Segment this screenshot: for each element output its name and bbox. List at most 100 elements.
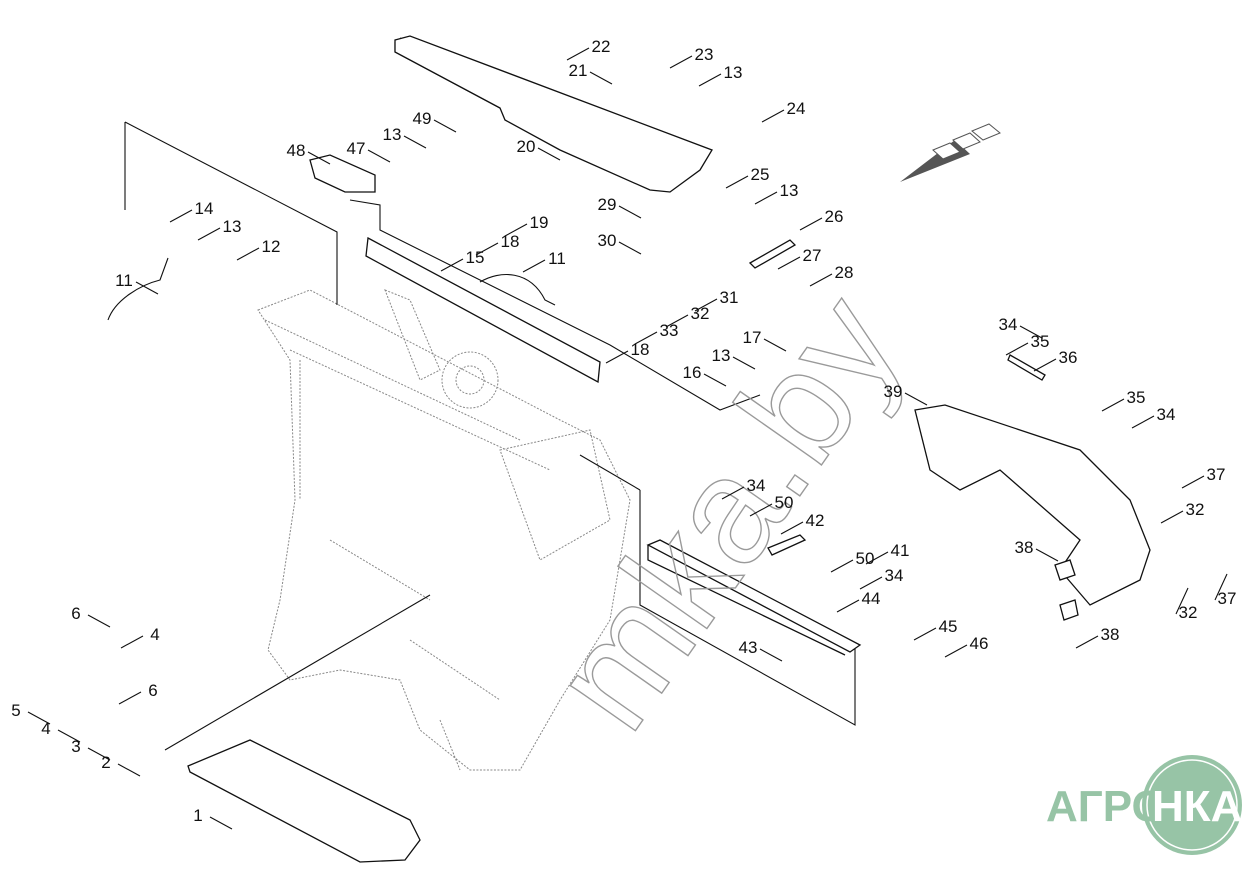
rail-15	[365, 236, 601, 384]
callout-3: 3	[71, 737, 80, 756]
callout-13: 13	[780, 181, 799, 200]
leader-line	[1175, 587, 1189, 615]
callout-36: 36	[1059, 348, 1078, 367]
callout-34: 34	[1157, 405, 1176, 424]
callout-28: 28	[835, 263, 854, 282]
callout-34: 34	[747, 476, 766, 495]
callout-50: 50	[775, 493, 794, 512]
callout-5: 5	[11, 701, 20, 720]
callout-32: 32	[1186, 500, 1205, 519]
callout-31: 31	[720, 288, 739, 307]
leader-line	[440, 258, 464, 272]
leader-line	[57, 729, 81, 743]
callout-6: 6	[148, 681, 157, 700]
callout-32: 32	[691, 304, 710, 323]
callout-42: 42	[806, 511, 825, 530]
leader-line	[913, 627, 937, 641]
callout-26: 26	[825, 207, 844, 226]
leader-line	[761, 109, 785, 123]
leader-line	[1035, 548, 1059, 562]
leader-line	[809, 273, 833, 287]
callout-38: 38	[1015, 538, 1034, 557]
leader-line	[618, 241, 642, 255]
leader-line	[732, 356, 756, 370]
main-frame-ghost	[257, 289, 631, 771]
leader-line	[749, 503, 773, 517]
callout-16: 16	[683, 363, 702, 382]
leader-line	[475, 242, 499, 256]
leader-line	[1181, 475, 1205, 489]
callout-32: 32	[1179, 603, 1198, 622]
callout-27: 27	[803, 246, 822, 265]
bracket-48	[309, 154, 376, 193]
callout-15: 15	[466, 248, 485, 267]
callout-34: 34	[999, 315, 1018, 334]
leader-line	[944, 644, 968, 658]
callout-13: 13	[223, 217, 242, 236]
callout-39: 39	[884, 382, 903, 401]
callout-50: 50	[856, 549, 875, 568]
callout-22: 22	[592, 37, 611, 56]
leader-line	[87, 614, 111, 628]
leader-line	[1075, 635, 1099, 649]
leader-line	[721, 486, 745, 500]
leader-line	[698, 73, 722, 87]
leader-line	[169, 209, 193, 223]
callout-4: 4	[150, 625, 159, 644]
leader-line	[537, 147, 561, 161]
callout-2: 2	[101, 753, 110, 772]
leader-line	[780, 521, 804, 535]
leader-line	[777, 256, 801, 270]
callout-33: 33	[660, 321, 679, 340]
leader-line	[605, 350, 629, 364]
callout-29: 29	[598, 195, 617, 214]
leader-line	[759, 648, 783, 662]
leader-line	[1101, 398, 1125, 412]
callout-48: 48	[287, 141, 306, 160]
direction-arrow-segments	[932, 123, 1001, 160]
callout-46: 46	[970, 634, 989, 653]
hose-11-right	[479, 273, 556, 306]
callout-6: 6	[71, 604, 80, 623]
leader-line	[830, 559, 854, 573]
callout-49: 49	[413, 109, 432, 128]
cover-plate-20	[394, 35, 713, 193]
leader-line	[865, 551, 889, 565]
leader-line	[665, 314, 689, 328]
agronka-logo: АГРО НКА	[1046, 755, 1242, 855]
leader-line	[1214, 573, 1228, 601]
callout-13: 13	[712, 346, 731, 365]
callout-21: 21	[569, 61, 588, 80]
callout-11: 11	[548, 249, 566, 268]
callout-35: 35	[1127, 388, 1146, 407]
callout-47: 47	[347, 139, 366, 158]
leader-line	[27, 711, 51, 725]
callout-11: 11	[115, 271, 133, 290]
callout-4: 4	[41, 719, 50, 738]
leader-line	[135, 281, 159, 295]
callout-43: 43	[739, 638, 758, 657]
callout-23: 23	[695, 45, 714, 64]
callout-38: 38	[1101, 625, 1120, 644]
callout-44: 44	[862, 589, 881, 608]
leader-line	[799, 217, 823, 231]
leader-line	[117, 763, 141, 777]
callout-1: 1	[193, 806, 202, 825]
leader-line	[504, 223, 528, 237]
callout-20: 20	[517, 137, 536, 156]
callout-30: 30	[598, 231, 617, 250]
leader-line	[87, 747, 111, 761]
callout-18: 18	[631, 340, 650, 359]
callout-19: 19	[530, 213, 549, 232]
leader-line	[1019, 325, 1043, 339]
leader-line	[1033, 358, 1057, 372]
leader-line	[236, 247, 260, 261]
callout-35: 35	[1031, 332, 1050, 351]
leader-line	[1160, 510, 1184, 524]
leader-line	[367, 149, 391, 163]
leader-line	[836, 599, 860, 613]
leader-line	[307, 151, 331, 165]
leader-line	[1005, 342, 1029, 356]
